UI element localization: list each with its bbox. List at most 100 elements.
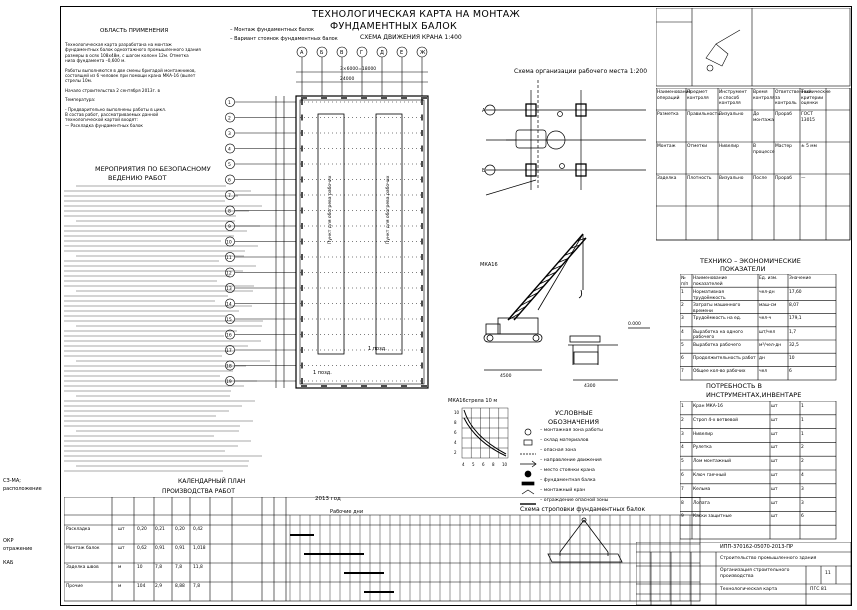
svg-text:Г: Г xyxy=(360,50,363,56)
calendar-value: 0,20 xyxy=(175,527,185,532)
tech-econ-title-2: ПОКАЗАТЕЛИ xyxy=(720,265,766,273)
quality-cell: До монтажа xyxy=(753,112,774,123)
svg-text:4500: 4500 xyxy=(500,373,512,379)
tools-grid xyxy=(680,401,837,540)
svg-text:В: В xyxy=(340,50,344,56)
tools-cell: 1 xyxy=(681,404,684,409)
tools-cell: 2 xyxy=(801,445,804,451)
calendar-value: 0,62 xyxy=(137,546,147,551)
quality-cell: ± 5 мм xyxy=(801,144,817,149)
calendar-title: КАЛЕНДАРНЫЙ ПЛАН xyxy=(178,478,246,485)
calendar-task-name: Раскладка xyxy=(66,527,91,532)
quality-cell: Правильность xyxy=(687,112,720,117)
svg-text:1: 1 xyxy=(228,100,231,106)
quality-cell: Визуально xyxy=(719,112,744,117)
scope-title: ОБЛАСТЬ ПРИМЕНЕНИЯ xyxy=(100,28,169,34)
tech-econ-cell: Продолжительность работ xyxy=(693,356,756,361)
quality-cell: В процессе xyxy=(753,144,775,155)
tools-cell: шт xyxy=(771,473,778,478)
svg-text:13: 13 xyxy=(226,286,232,292)
tools-cell: Кельма xyxy=(693,486,711,492)
svg-text:4: 4 xyxy=(228,147,231,153)
calendar-unit: шт xyxy=(118,546,125,551)
quality-cell: Мастер xyxy=(775,144,792,149)
sheet-frame xyxy=(60,6,852,606)
svg-text:16: 16 xyxy=(226,333,232,339)
tools-cell: шт xyxy=(771,514,778,520)
quality-cell: Заделка xyxy=(657,176,677,181)
svg-text:7: 7 xyxy=(228,193,231,199)
calendar-unit: м xyxy=(118,565,122,570)
legend-top-2: – Вариант стоянок фундаментных балок xyxy=(230,36,338,42)
tools-cell: Лом монтажный xyxy=(693,459,731,465)
calendar-value: 8,88 xyxy=(175,584,185,589)
margin-note-c: ОКР xyxy=(3,538,14,544)
dim-top-label-2: 24000 xyxy=(340,76,354,82)
svg-text:14: 14 xyxy=(226,302,232,308)
tools-title: ПОТРЕБНОСТЬ В xyxy=(706,382,762,390)
quality-header-cell: Время контроля xyxy=(753,90,775,101)
legend-item: – монтажная зона работы xyxy=(540,428,603,433)
tech-econ-cell: 179,1 xyxy=(789,316,802,322)
tools-cell: 3 xyxy=(801,486,804,492)
tech-econ-cell: 6 xyxy=(681,356,684,361)
svg-text:4: 4 xyxy=(454,440,457,445)
quality-cell: ГОСТ 13015 xyxy=(801,112,815,123)
plan-marker: 1 позд. xyxy=(368,346,387,352)
calendar-value: 0,21 xyxy=(155,527,165,532)
tech-econ-cell: 6 xyxy=(789,369,792,375)
calendar-unit: м xyxy=(118,584,122,589)
quality-cell: Плотность xyxy=(687,176,712,181)
quality-header-cell: Технические критерии оценки xyxy=(801,90,831,107)
stamp-doc: Технологическая карта xyxy=(720,587,778,592)
scope-line: фундаментных балок одноэтажного промышле… xyxy=(65,47,201,53)
calendar-unit: шт xyxy=(118,527,125,532)
crane-name: МКА16 xyxy=(480,262,498,268)
tech-econ-cell: 2 xyxy=(681,303,684,309)
quality-cell: Монтаж xyxy=(657,144,676,149)
svg-text:6: 6 xyxy=(228,178,231,184)
scope-line: состоящей из 6 человек при помощи крана … xyxy=(65,73,196,79)
margin-note-e: КАБ xyxy=(3,560,14,566)
svg-text:А: А xyxy=(300,50,304,56)
quality-cell: Визуально xyxy=(719,176,744,181)
scope-line: Начало строительства 2 сентября 2013г. в xyxy=(65,87,160,93)
svg-text:19: 19 xyxy=(226,379,232,385)
calendar-task-name: Заделка швов xyxy=(66,565,99,570)
safety-text-block xyxy=(64,185,270,472)
tech-econ-grid xyxy=(680,274,837,381)
calendar-value: 104 xyxy=(137,584,146,589)
legend-symbols xyxy=(520,428,537,505)
tools-cell: 6 xyxy=(681,473,684,478)
tools-cell: 1 xyxy=(801,431,804,437)
legend-item: – место стоянки крана xyxy=(540,468,595,473)
tech-econ-cell: чел-ч xyxy=(759,316,772,322)
tech-econ-cell: 10 xyxy=(789,356,795,361)
tech-econ-cell: 1,7 xyxy=(789,329,796,335)
svg-text:11: 11 xyxy=(226,255,232,261)
tools-cell: 7 xyxy=(681,486,684,492)
calendar-task-name: Монтаж балок xyxy=(66,546,100,551)
legend-item: – монтажный кран xyxy=(540,488,586,493)
svg-text:18: 18 xyxy=(226,364,232,370)
dim-top-label: 3×6000=18000 xyxy=(340,66,376,72)
calendar-task-name: Прочие xyxy=(66,584,83,589)
sheet-subtitle: ФУНДАМЕНТНЫХ БАЛОК xyxy=(330,21,458,32)
calendar-value: 0,42 xyxy=(193,527,203,532)
stamp-code: ИПП-370162-05070-2013-ПР xyxy=(720,544,793,550)
quality-header-cell: Предмет контроля xyxy=(687,90,709,101)
svg-text:8: 8 xyxy=(454,420,457,425)
legend-top-1: – Монтаж фундаментных балок xyxy=(230,27,315,33)
quality-header-cell: Инструмент и способ контроля xyxy=(719,90,747,107)
tools-title-2: ИНСТРУМЕНТАХ,ИНВЕНТАРЕ xyxy=(706,391,802,399)
tech-econ-cell: чел-дн xyxy=(759,290,775,295)
tech-econ-cell: 4 xyxy=(681,329,684,335)
quality-header-cell: Ответственный за контроль xyxy=(775,90,812,107)
tools-cell: шт xyxy=(771,445,778,451)
tech-econ-cell: Нормативная трудоёмкость xyxy=(693,290,726,301)
margin-note-a: СЗ-МА; xyxy=(3,478,21,484)
legend-title: УСЛОВНЫЕ xyxy=(555,409,593,417)
tools-cell: 3 xyxy=(681,431,684,437)
